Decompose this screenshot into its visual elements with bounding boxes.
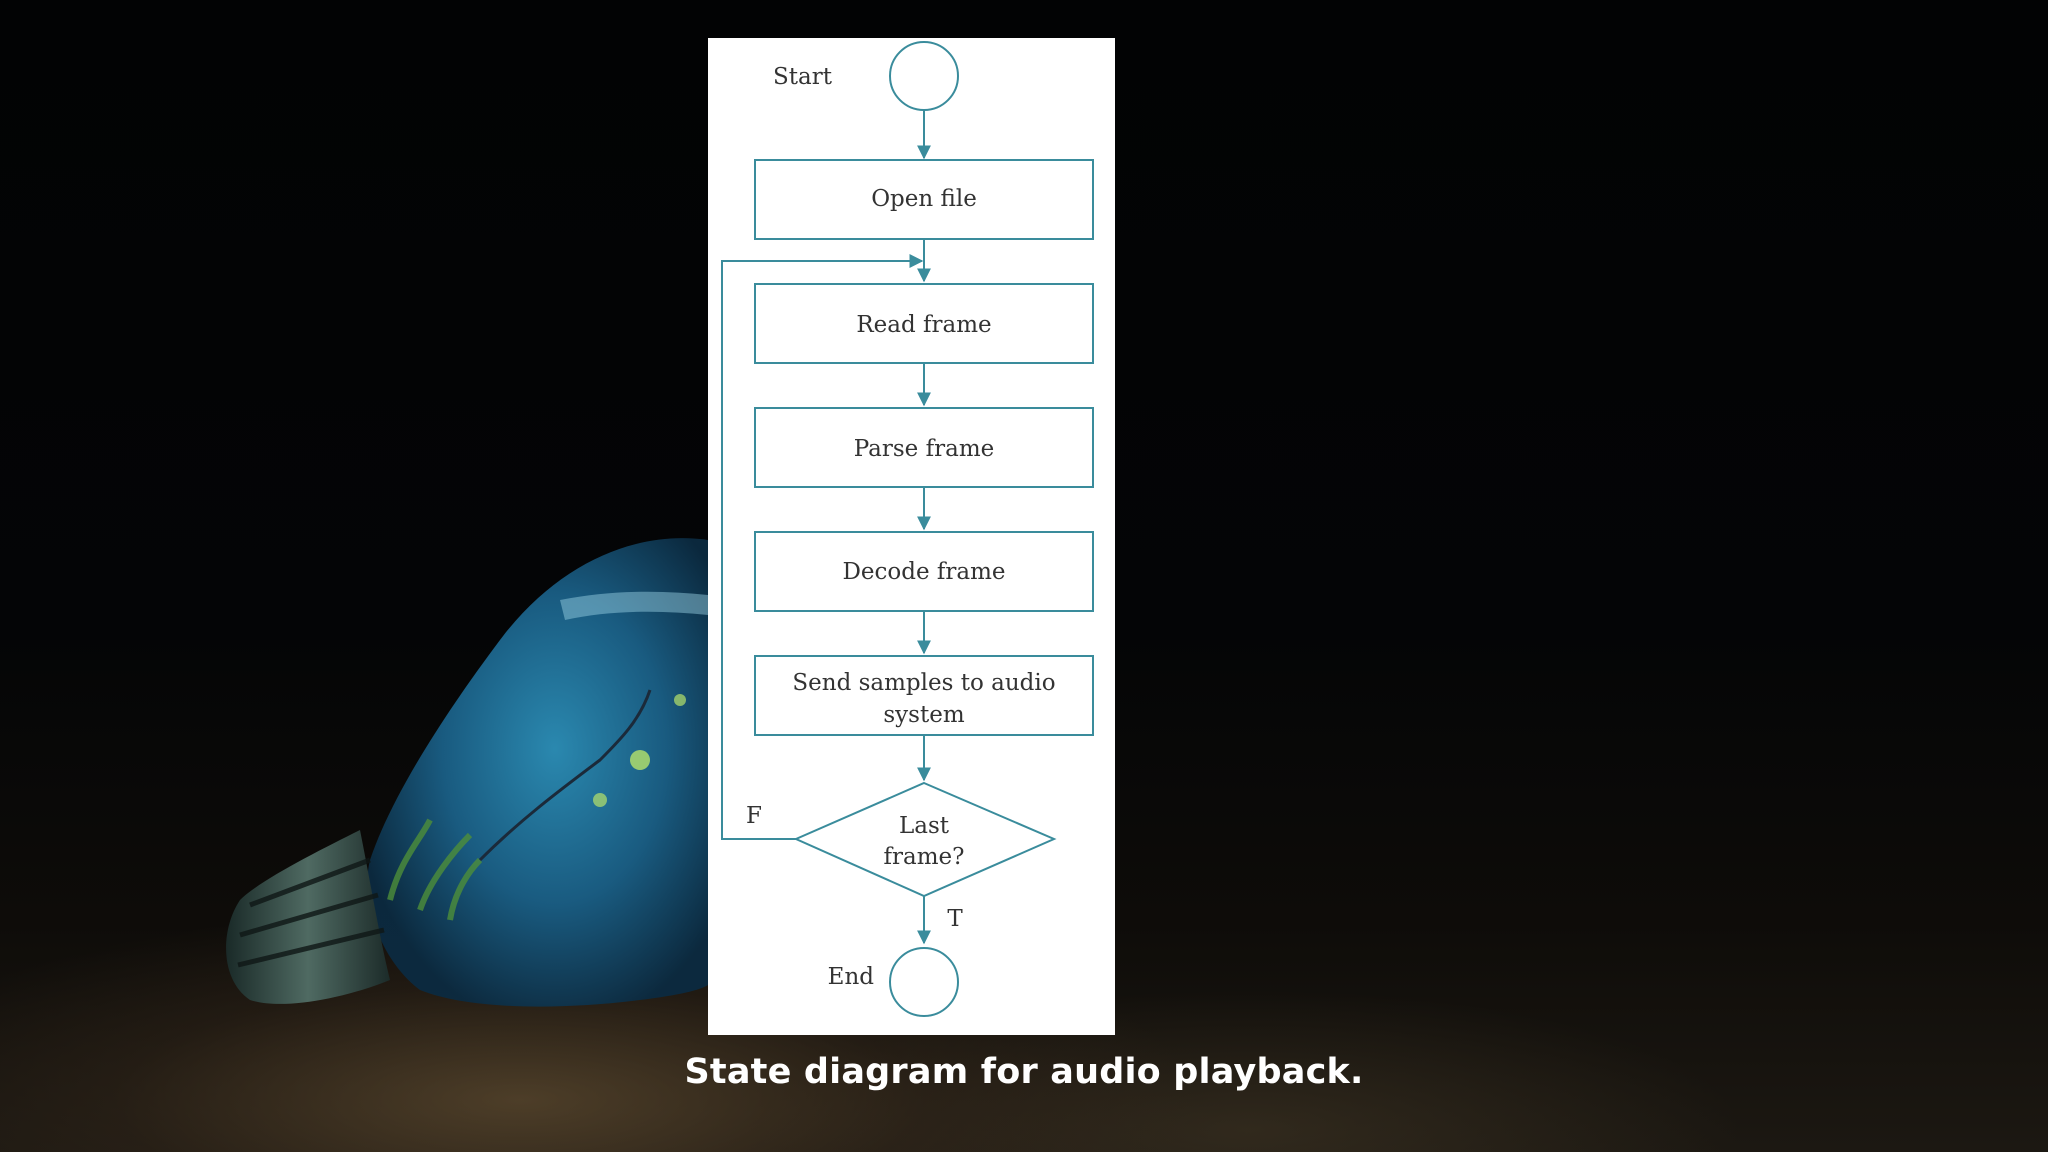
- step-open-file-label: Open file: [871, 186, 977, 212]
- false-label: F: [746, 803, 762, 829]
- end-label: End: [828, 964, 875, 990]
- water-surface: [560, 591, 708, 620]
- start-label: Start: [773, 64, 833, 90]
- step-send-samples-label-line2: system: [883, 702, 964, 728]
- start-node: [889, 41, 959, 111]
- state-diagram-panel: Start Open file Read frame Parse frame D…: [708, 38, 1115, 1035]
- decision-label-line2: frame?: [884, 844, 965, 870]
- step-parse-frame-label: Parse frame: [854, 436, 995, 462]
- decision-label-line1: Last: [899, 813, 950, 839]
- true-label: T: [947, 906, 963, 932]
- step-send-samples-label-line1: Send samples to audio: [792, 670, 1055, 696]
- bulb-filament: [478, 689, 652, 862]
- slide-caption: State diagram for audio playback.: [0, 1052, 2048, 1092]
- bulb-glass: [367, 538, 708, 1007]
- state-diagram: Start Open file Read frame Parse frame D…: [721, 41, 1094, 1017]
- arrow-false-loop: [721, 254, 924, 840]
- caption-text: State diagram for audio playback.: [684, 1052, 1364, 1092]
- aquarium-plants: [387, 818, 483, 921]
- decision-last-frame: [793, 781, 1057, 898]
- end-node: [889, 947, 959, 1017]
- step-read-frame-label: Read frame: [856, 312, 991, 338]
- step-decode-frame-label: Decode frame: [842, 559, 1005, 585]
